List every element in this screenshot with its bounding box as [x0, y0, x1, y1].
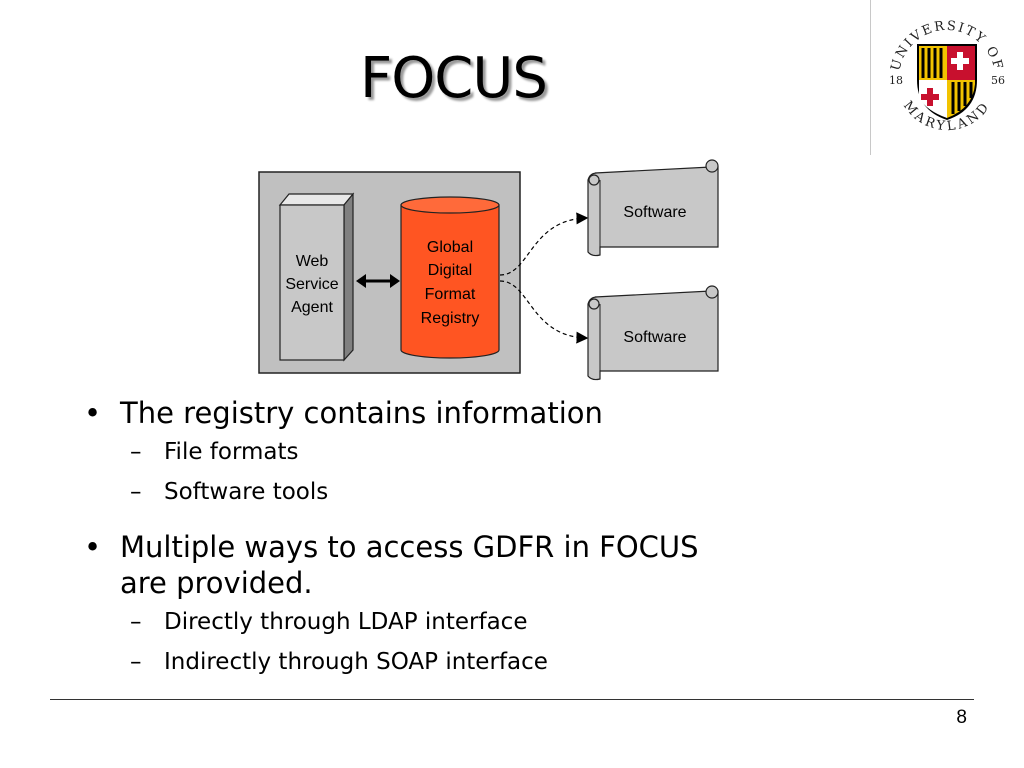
- software-label-bottom: Software: [623, 329, 686, 346]
- slide-content: • The registry contains information – Fi…: [80, 395, 760, 687]
- bullet-access-ways: • Multiple ways to access GDFR in FOCUS …: [80, 529, 740, 601]
- agent-label-line3: Agent: [291, 299, 333, 316]
- sub-dash: –: [130, 439, 142, 465]
- registry-label-line3: Format: [425, 286, 476, 303]
- svg-text:18: 18: [889, 74, 903, 87]
- bullet-text: Multiple ways to access GDFR in FOCUS ar…: [120, 530, 699, 600]
- bullet-dot: •: [84, 530, 102, 564]
- agent-label-line2: Service: [285, 276, 338, 293]
- page-number: 8: [956, 707, 967, 728]
- sub-bullet-software-tools: – Software tools: [80, 477, 760, 507]
- svg-text:56: 56: [991, 74, 1005, 87]
- registry-label-line2: Digital: [428, 262, 472, 279]
- university-seal-icon: UNIVERSITY OF MARYLAND 18 56: [881, 12, 1013, 144]
- sub-text: Directly through LDAP interface: [164, 609, 528, 635]
- slide-title: FOCUS: [360, 46, 548, 111]
- sub-dash: –: [130, 649, 142, 675]
- sub-dash: –: [130, 479, 142, 505]
- connector-bottom: [499, 280, 589, 344]
- sub-dash: –: [130, 609, 142, 635]
- sub-text: File formats: [164, 439, 299, 465]
- sub-bullet-ldap: – Directly through LDAP interface: [80, 607, 760, 637]
- sub-text: Indirectly through SOAP interface: [164, 649, 548, 675]
- sub-text: Software tools: [164, 479, 329, 505]
- web-service-agent-box: Web Service Agent: [278, 192, 355, 362]
- software-scroll-bottom: Software: [587, 285, 719, 381]
- sub-bullet-file-formats: – File formats: [80, 437, 760, 467]
- software-scroll-top: Software: [587, 159, 719, 257]
- connector-top: [499, 212, 589, 276]
- agent-label-line1: Web: [296, 253, 329, 270]
- registry-label-line1: Global: [427, 239, 473, 256]
- footer-divider: [50, 699, 974, 700]
- architecture-diagram: Web Service Agent Global Digital Format …: [258, 159, 719, 381]
- sub-bullet-soap: – Indirectly through SOAP interface: [80, 647, 760, 677]
- bidirectional-arrow: [356, 274, 400, 288]
- software-label-top: Software: [623, 204, 686, 221]
- university-logo: UNIVERSITY OF MARYLAND 18 56: [870, 0, 1024, 155]
- registry-label-line4: Registry: [421, 310, 480, 327]
- bullet-dot: •: [84, 396, 102, 430]
- registry-cylinder: Global Digital Format Registry: [400, 196, 500, 359]
- bullet-text: The registry contains information: [120, 396, 603, 430]
- bullet-registry: • The registry contains information: [80, 395, 760, 431]
